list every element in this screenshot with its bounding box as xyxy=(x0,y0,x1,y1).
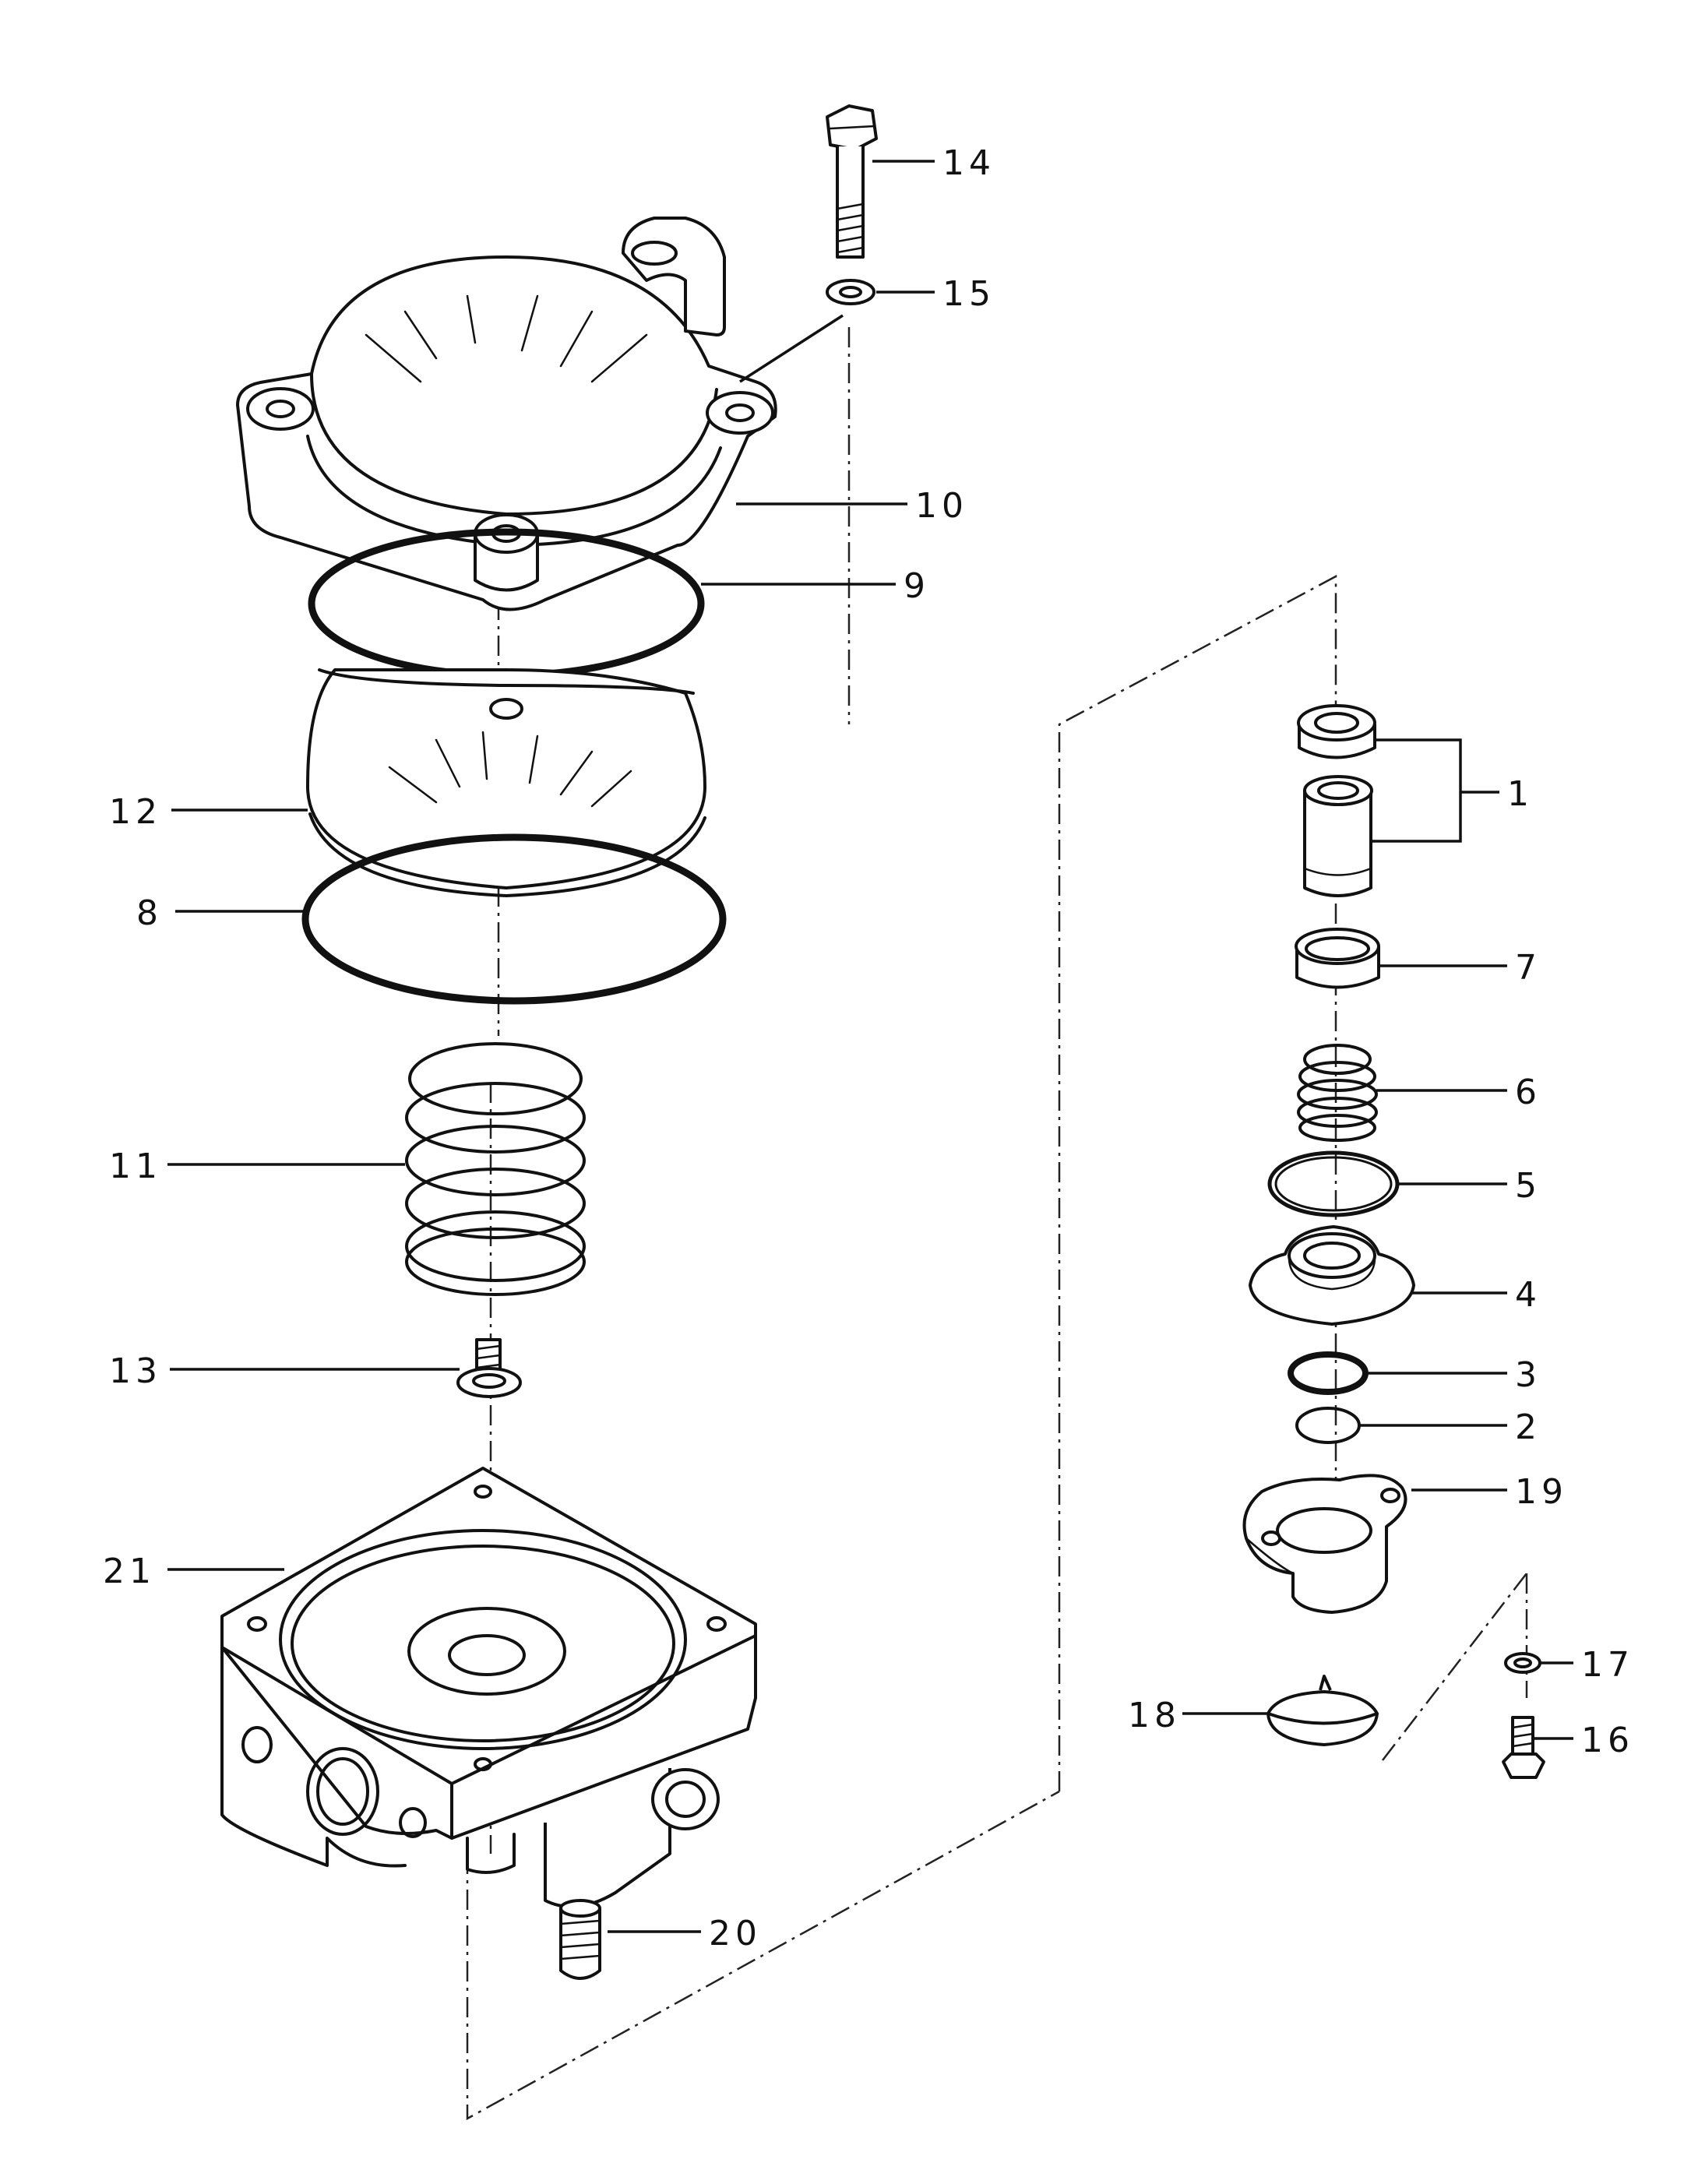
part-1-valve-seat-and-sleeve xyxy=(1297,704,1376,897)
part-21-lower-body xyxy=(220,1467,757,1908)
callout-17: 17 xyxy=(1581,1645,1634,1685)
callout-21: 21 xyxy=(103,1552,156,1591)
part-14-hex-bolt xyxy=(826,104,878,259)
part-20-pipe-plug xyxy=(559,1899,601,1980)
part-17-lock-washer xyxy=(1504,1652,1541,1674)
part-18-check-valve xyxy=(1266,1675,1379,1746)
callout-14: 14 xyxy=(942,143,995,183)
callout-labels: 14 15 10 9 12 8 11 13 21 20 1 7 6 5 4 3 … xyxy=(103,143,1634,1953)
callout-3: 3 xyxy=(1515,1355,1541,1395)
callout-8: 8 xyxy=(136,893,163,933)
part-10-upper-housing xyxy=(236,217,777,611)
part-13-valve-screw xyxy=(456,1338,522,1398)
callout-19: 19 xyxy=(1515,1472,1568,1512)
part-7-sleeve-ring xyxy=(1295,928,1380,989)
leader-lines xyxy=(167,160,1573,1933)
callout-15: 15 xyxy=(942,274,995,314)
callout-5: 5 xyxy=(1515,1166,1541,1206)
callout-20: 20 xyxy=(709,1914,762,1953)
part-11-coil-spring xyxy=(405,1042,586,1296)
part-16-screw xyxy=(1502,1716,1545,1779)
callout-4: 4 xyxy=(1515,1275,1541,1315)
callout-13: 13 xyxy=(109,1351,162,1391)
callout-11: 11 xyxy=(109,1147,162,1186)
callout-9: 9 xyxy=(904,566,930,606)
part-2-o-ring xyxy=(1295,1407,1361,1444)
callout-1: 1 xyxy=(1507,774,1534,814)
part-12-diaphragm xyxy=(306,668,706,897)
part-4-seat-cap xyxy=(1249,1225,1415,1326)
part-19-flange-cap xyxy=(1242,1474,1407,1614)
part-15-lock-washer xyxy=(826,279,875,305)
callout-7: 7 xyxy=(1515,948,1541,988)
callout-2: 2 xyxy=(1515,1407,1541,1447)
part-5-o-ring xyxy=(1267,1150,1400,1217)
part-8-o-ring xyxy=(301,833,727,1005)
part-6-small-spring xyxy=(1297,1044,1378,1142)
callout-12: 12 xyxy=(109,792,162,832)
callout-6: 6 xyxy=(1515,1073,1541,1112)
callout-18: 18 xyxy=(1128,1696,1181,1735)
callout-16: 16 xyxy=(1581,1721,1634,1760)
part-3-o-ring xyxy=(1288,1351,1369,1395)
callout-10: 10 xyxy=(915,486,968,526)
